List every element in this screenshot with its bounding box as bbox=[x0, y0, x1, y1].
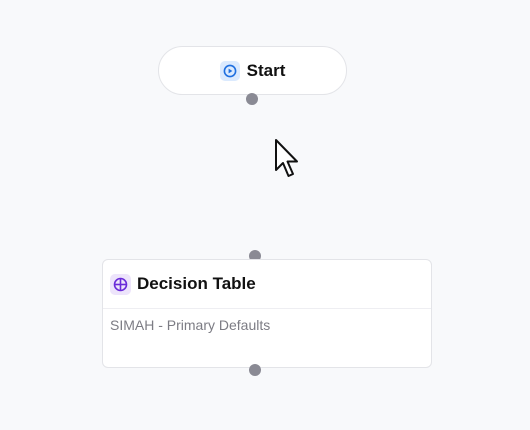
mouse-pointer-icon bbox=[275, 139, 298, 177]
decision-table-node[interactable]: Decision Table SIMAH - Primary Defaults bbox=[102, 259, 432, 368]
play-circle-icon bbox=[219, 60, 240, 81]
start-node[interactable]: Start bbox=[158, 46, 347, 95]
decision-node-output-handle[interactable] bbox=[249, 364, 261, 376]
decision-node-title: Decision Table bbox=[137, 274, 256, 293]
decision-node-header: Decision Table bbox=[103, 260, 431, 309]
grid-circle-icon bbox=[110, 273, 131, 295]
start-node-label: Start bbox=[246, 60, 286, 80]
decision-node-subtitle: SIMAH - Primary Defaults bbox=[110, 317, 271, 333]
start-node-output-handle[interactable] bbox=[246, 93, 258, 105]
